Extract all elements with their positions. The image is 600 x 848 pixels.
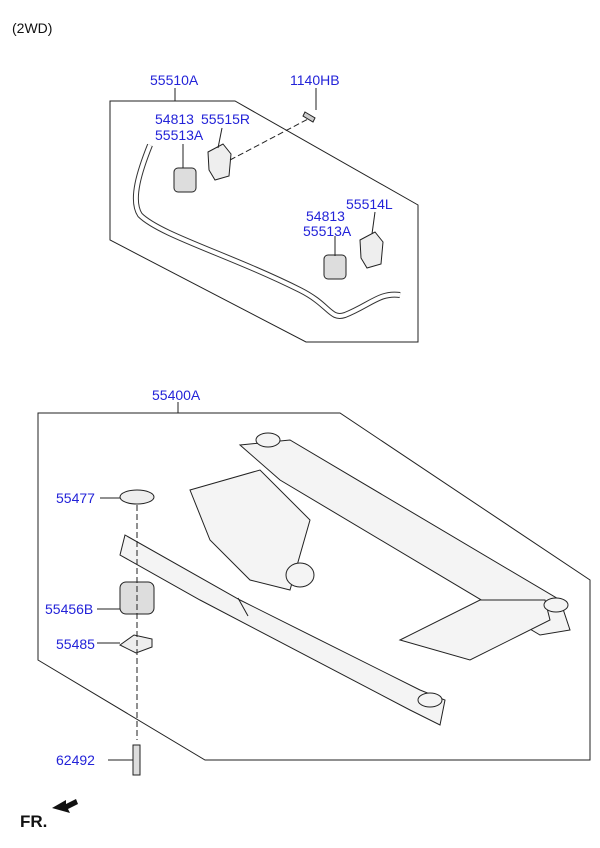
bushing-right <box>173 167 197 193</box>
stopper-55477 <box>119 489 155 505</box>
part-label-55513a-left[interactable]: 55513A <box>303 223 352 239</box>
crossmember-group-outline <box>37 412 591 761</box>
part-label-55456b[interactable]: 55456B <box>45 601 94 617</box>
stabilizer-group-outline <box>109 100 419 343</box>
part-label-1140hb[interactable]: 1140HB <box>290 72 340 88</box>
bracket-left <box>359 231 384 269</box>
bolt-62492 <box>132 744 141 776</box>
part-label-55485[interactable]: 55485 <box>56 636 95 652</box>
front-indicator: FR. <box>20 812 48 831</box>
crossmember <box>119 432 571 726</box>
variant-note: (2WD) <box>12 20 53 36</box>
plate-55485 <box>119 634 153 654</box>
front-arrow-icon <box>52 799 78 813</box>
part-label-54813-left[interactable]: 54813 <box>306 208 345 224</box>
part-label-55514l[interactable]: 55514L <box>346 196 393 212</box>
part-label-62492[interactable]: 62492 <box>56 752 95 768</box>
bracket-right <box>207 143 232 181</box>
part-label-55510a[interactable]: 55510A <box>150 72 199 88</box>
part-label-55477[interactable]: 55477 <box>56 490 95 506</box>
part-label-55400a[interactable]: 55400A <box>152 387 201 403</box>
bushing-left <box>323 254 347 280</box>
part-label-55513a-right[interactable]: 55513A <box>155 127 204 143</box>
part-label-54813-right[interactable]: 54813 <box>155 111 194 127</box>
bolt-1140hb <box>302 111 316 123</box>
part-label-55515r[interactable]: 55515R <box>201 111 251 127</box>
